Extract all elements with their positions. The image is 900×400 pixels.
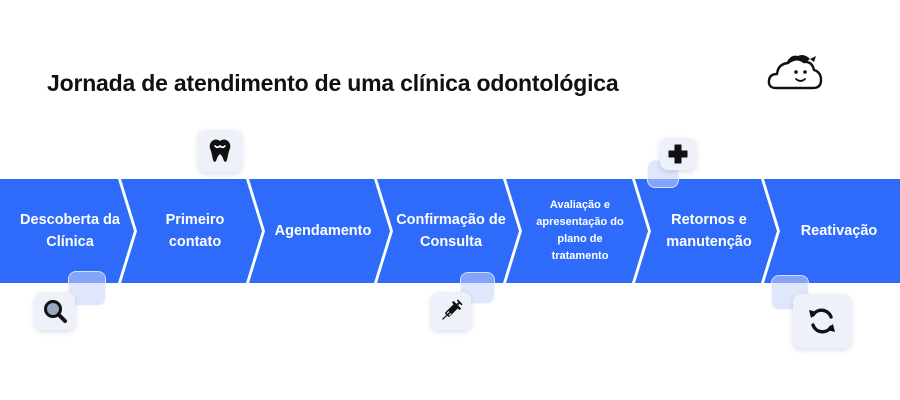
step-arrow-2: [121, 179, 262, 283]
refresh-icon: [809, 308, 835, 334]
tooth-tile: [198, 130, 242, 172]
search-icon: [44, 300, 67, 323]
refresh-tile: [793, 294, 851, 348]
step-label-agendamento: Agendamento: [274, 223, 372, 239]
step-arrow-3: [249, 179, 390, 283]
step-label-reativacao: Reativação: [800, 223, 878, 239]
plus-icon: [668, 144, 688, 164]
plus-tile: [660, 138, 696, 170]
step-arrow-1: [0, 179, 134, 283]
step-arrow-5: [506, 179, 648, 283]
step-arrow-4: [377, 179, 519, 283]
step-label-retornos: Retornos e manutenção: [666, 212, 752, 250]
step-label-primeiro-contato: Primeiro contato: [165, 212, 225, 250]
step-arrow-6: [635, 179, 777, 283]
step-label-confirmacao: Confirmação de Consulta: [396, 212, 506, 250]
step-arrow-7: [764, 179, 900, 283]
syringe-icon: [442, 299, 463, 320]
journey-flow: [0, 179, 900, 283]
search-tile: [35, 292, 75, 330]
syringe-tile: [431, 292, 471, 330]
cloud-face-logo: [767, 55, 823, 90]
step-label-avaliacao: Avaliação e apresentação do plano de tra…: [536, 199, 624, 262]
page-title: Jornada de atendimento de uma clínica od…: [47, 70, 619, 96]
step-label-descoberta: Descoberta da Clínica: [20, 212, 120, 250]
tooth-icon: [209, 139, 231, 162]
